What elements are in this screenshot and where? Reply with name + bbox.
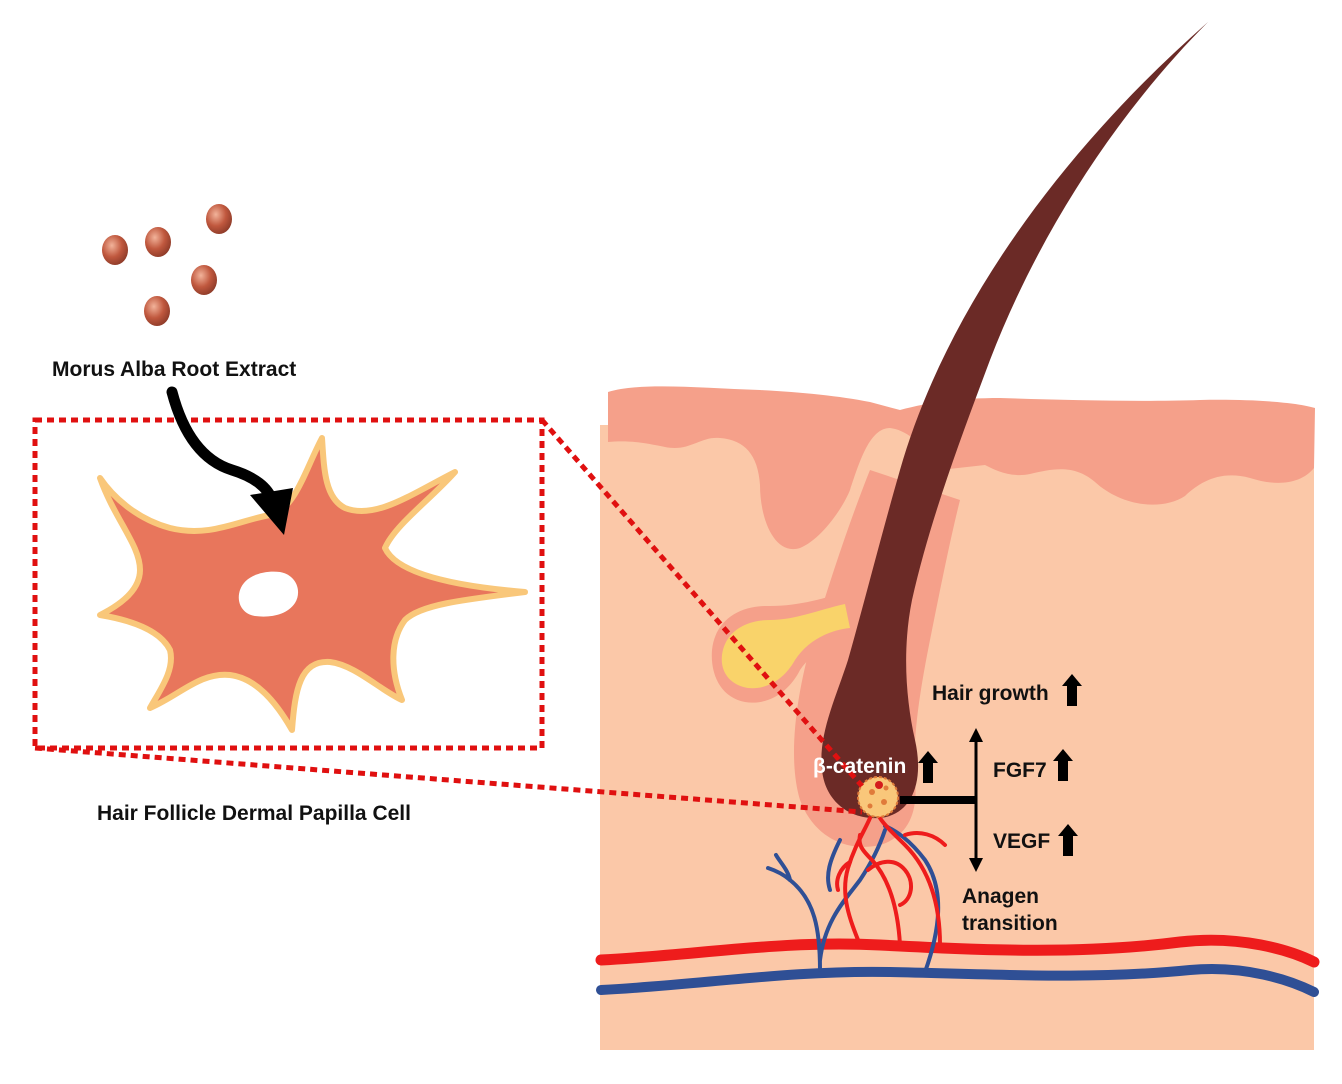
cell-body: [97, 435, 528, 733]
up-arrow-icon: [918, 751, 938, 783]
bracket-arrow-up: [969, 728, 983, 742]
extract-particle-icon: [191, 265, 217, 295]
extract-particle-icon: [102, 235, 128, 265]
artery-branch: [857, 833, 902, 947]
vein-branch: [883, 824, 941, 974]
vein-branch: [774, 853, 792, 882]
artery-branch: [903, 831, 947, 847]
blood-vessels: [595, 816, 1320, 997]
dermal-papilla-cell: [97, 435, 528, 733]
zoom-connector-top: [540, 418, 864, 788]
artery-branch: [878, 816, 942, 947]
zoom-connector-bottom: [34, 745, 863, 815]
hair-growth-label: Hair growth: [932, 682, 1049, 705]
extract-particles: [102, 204, 232, 326]
vegf-label: VEGF: [993, 830, 1050, 853]
main-vein: [596, 964, 1319, 997]
extract-arrow: [166, 386, 293, 535]
vein-branch: [766, 866, 822, 972]
signaling-bracket: [900, 728, 983, 872]
bracket-arrow-down: [969, 858, 983, 872]
skin-cross-section: [600, 22, 1315, 1050]
epidermis: [608, 386, 1315, 550]
vein-branch: [818, 828, 887, 962]
anagen-label-line1: Anagen: [962, 885, 1039, 908]
cell-nucleus: [238, 571, 299, 617]
extract-particle-icon: [145, 227, 171, 257]
zoom-box-frame: [32, 417, 545, 751]
vein-branch: [826, 838, 842, 892]
anagen-label-line2: transition: [962, 912, 1058, 935]
up-arrow-icon: [1053, 749, 1073, 781]
dermal-papilla: [857, 776, 899, 818]
beta-catenin-label: β-catenin: [813, 755, 906, 778]
artery-branch: [866, 859, 913, 907]
cell-label: Hair Follicle Dermal Papilla Cell: [97, 802, 411, 825]
artery-branch: [835, 860, 852, 892]
sebaceous-gland: [721, 604, 850, 689]
main-artery: [595, 934, 1320, 968]
up-arrow-icon: [1062, 674, 1082, 706]
fgf7-label: FGF7: [993, 759, 1047, 782]
extract-particle-icon: [206, 204, 232, 234]
extract-arrow-shaft: [166, 386, 278, 506]
up-arrow-icon: [1058, 824, 1078, 856]
artery-branch: [843, 816, 872, 947]
extract-label: Morus Alba Root Extract: [52, 358, 296, 381]
hair-shaft: [821, 22, 1208, 819]
extract-arrow-head: [250, 488, 293, 535]
zoom-box: [32, 417, 864, 815]
extract-particle-icon: [144, 296, 170, 326]
